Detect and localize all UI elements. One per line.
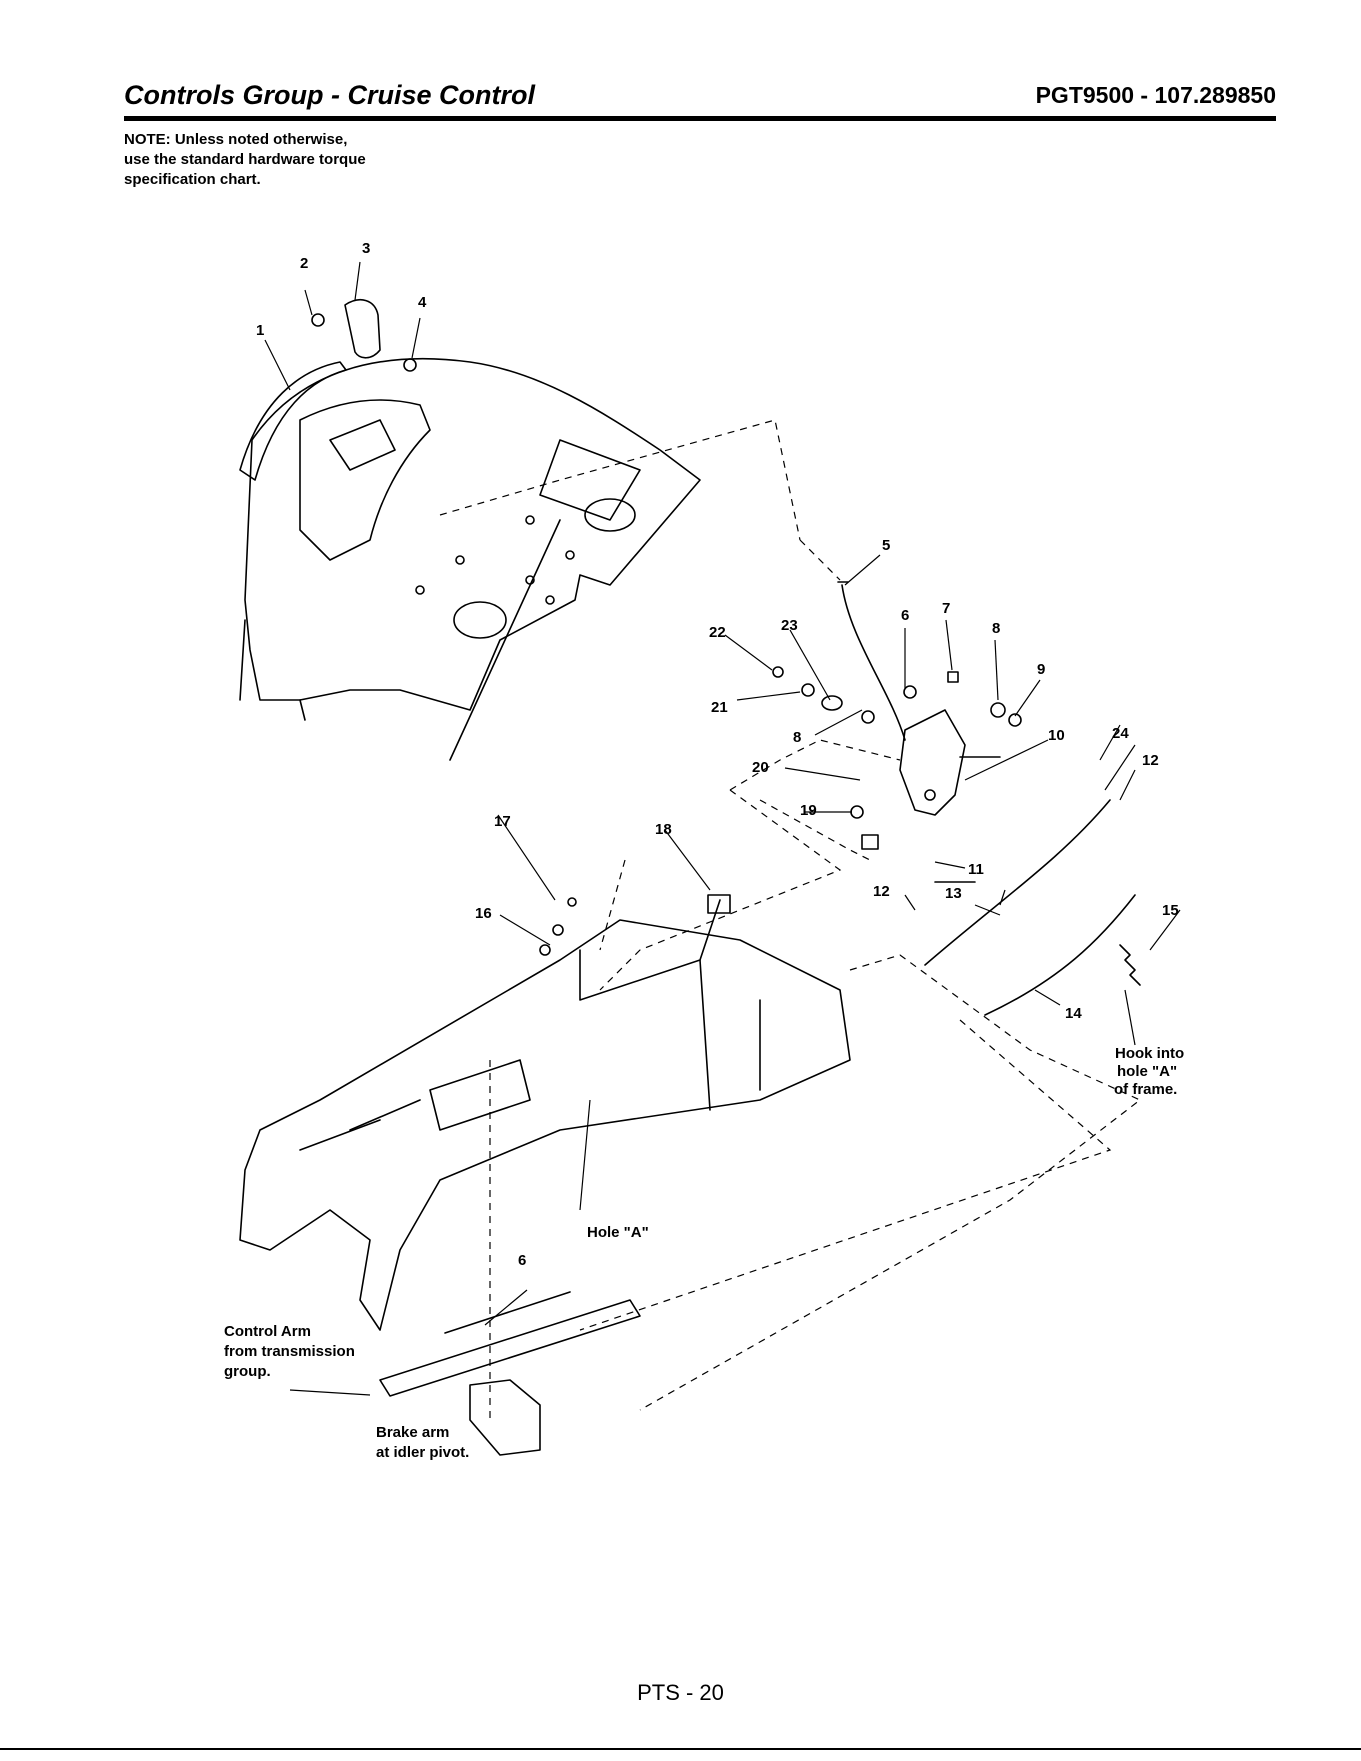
fender-assembly <box>239 357 701 761</box>
callout-10: 10 <box>1048 727 1065 744</box>
callout-6: 6 <box>901 607 909 624</box>
callout-9: 9 <box>1037 661 1045 678</box>
tractor-frame <box>239 899 851 1331</box>
callout-15: 15 <box>1162 902 1179 919</box>
callout-22: 22 <box>709 624 726 641</box>
brake-arm <box>469 1379 541 1456</box>
control-arm-caption-line: group. <box>224 1363 271 1380</box>
brake-arm-caption-line: Brake arm <box>376 1424 449 1441</box>
callout-23: 23 <box>781 617 798 634</box>
callout-7: 7 <box>942 600 950 617</box>
callout-5: 5 <box>882 537 890 554</box>
model-number: PGT9500 - 107.289850 <box>1035 82 1276 108</box>
callout-20: 20 <box>752 759 769 776</box>
callout-8: 8 <box>992 620 1000 637</box>
callout-3: 3 <box>362 240 370 257</box>
callout-24: 24 <box>1112 725 1129 742</box>
callout-21: 21 <box>711 699 728 716</box>
hook-caption-line: Hook into <box>1115 1045 1184 1062</box>
diagram-captions: Hook into hole "A" of frame. Hole "A" Co… <box>224 1045 1184 1461</box>
part-4-nut <box>403 358 417 372</box>
torque-note: NOTE: Unless noted otherwise, use the st… <box>124 130 444 190</box>
callout-19: 19 <box>800 802 817 819</box>
callout-13: 13 <box>945 885 962 902</box>
page-header: Controls Group - Cruise Control PGT9500 … <box>124 80 1276 121</box>
page-title: Controls Group - Cruise Control <box>124 80 535 110</box>
part-3-knob <box>344 299 381 359</box>
note-line: use the standard hardware torque <box>124 151 366 168</box>
callout-2: 2 <box>300 255 308 272</box>
control-arm-caption-line: Control Arm <box>224 1323 311 1340</box>
brake-arm-caption-line: at idler pivot. <box>376 1444 469 1461</box>
control-arm-caption-line: from transmission <box>224 1343 355 1360</box>
bottom-rule <box>0 1748 1361 1750</box>
callout-11: 11 <box>968 861 984 878</box>
callout-12-second: 12 <box>873 883 890 900</box>
callout-6-second: 6 <box>518 1252 526 1269</box>
callout-16: 16 <box>475 905 492 922</box>
part-5-rod <box>841 584 906 741</box>
callout-8-second: 8 <box>793 729 801 746</box>
hook-caption-line: of frame. <box>1114 1081 1177 1098</box>
cruise-bracket <box>899 709 966 816</box>
note-line: NOTE: Unless noted otherwise, <box>124 131 348 148</box>
hook-caption-line: hole "A" <box>1117 1063 1177 1080</box>
hole-a-caption: Hole "A" <box>587 1224 649 1241</box>
part-18-block <box>707 894 731 914</box>
part-15-spring <box>1119 944 1141 986</box>
note-line: specification chart. <box>124 171 261 188</box>
part-13-rod <box>924 799 1111 966</box>
control-arm <box>379 1299 641 1397</box>
callout-17: 17 <box>494 813 511 830</box>
callout-labels: 1 2 3 4 5 6 7 8 9 10 11 12 13 14 15 16 1… <box>256 240 1179 1269</box>
callout-4: 4 <box>418 294 427 311</box>
callout-14: 14 <box>1065 1005 1082 1022</box>
callout-12: 12 <box>1142 752 1159 769</box>
page-number: PTS - 20 <box>637 1680 724 1705</box>
callout-1: 1 <box>256 322 264 339</box>
part-14-rod <box>984 894 1136 1016</box>
callout-18: 18 <box>655 821 672 838</box>
header-rule <box>124 116 1276 121</box>
part-1-strip <box>239 361 347 481</box>
part-2-bolt <box>311 313 325 327</box>
